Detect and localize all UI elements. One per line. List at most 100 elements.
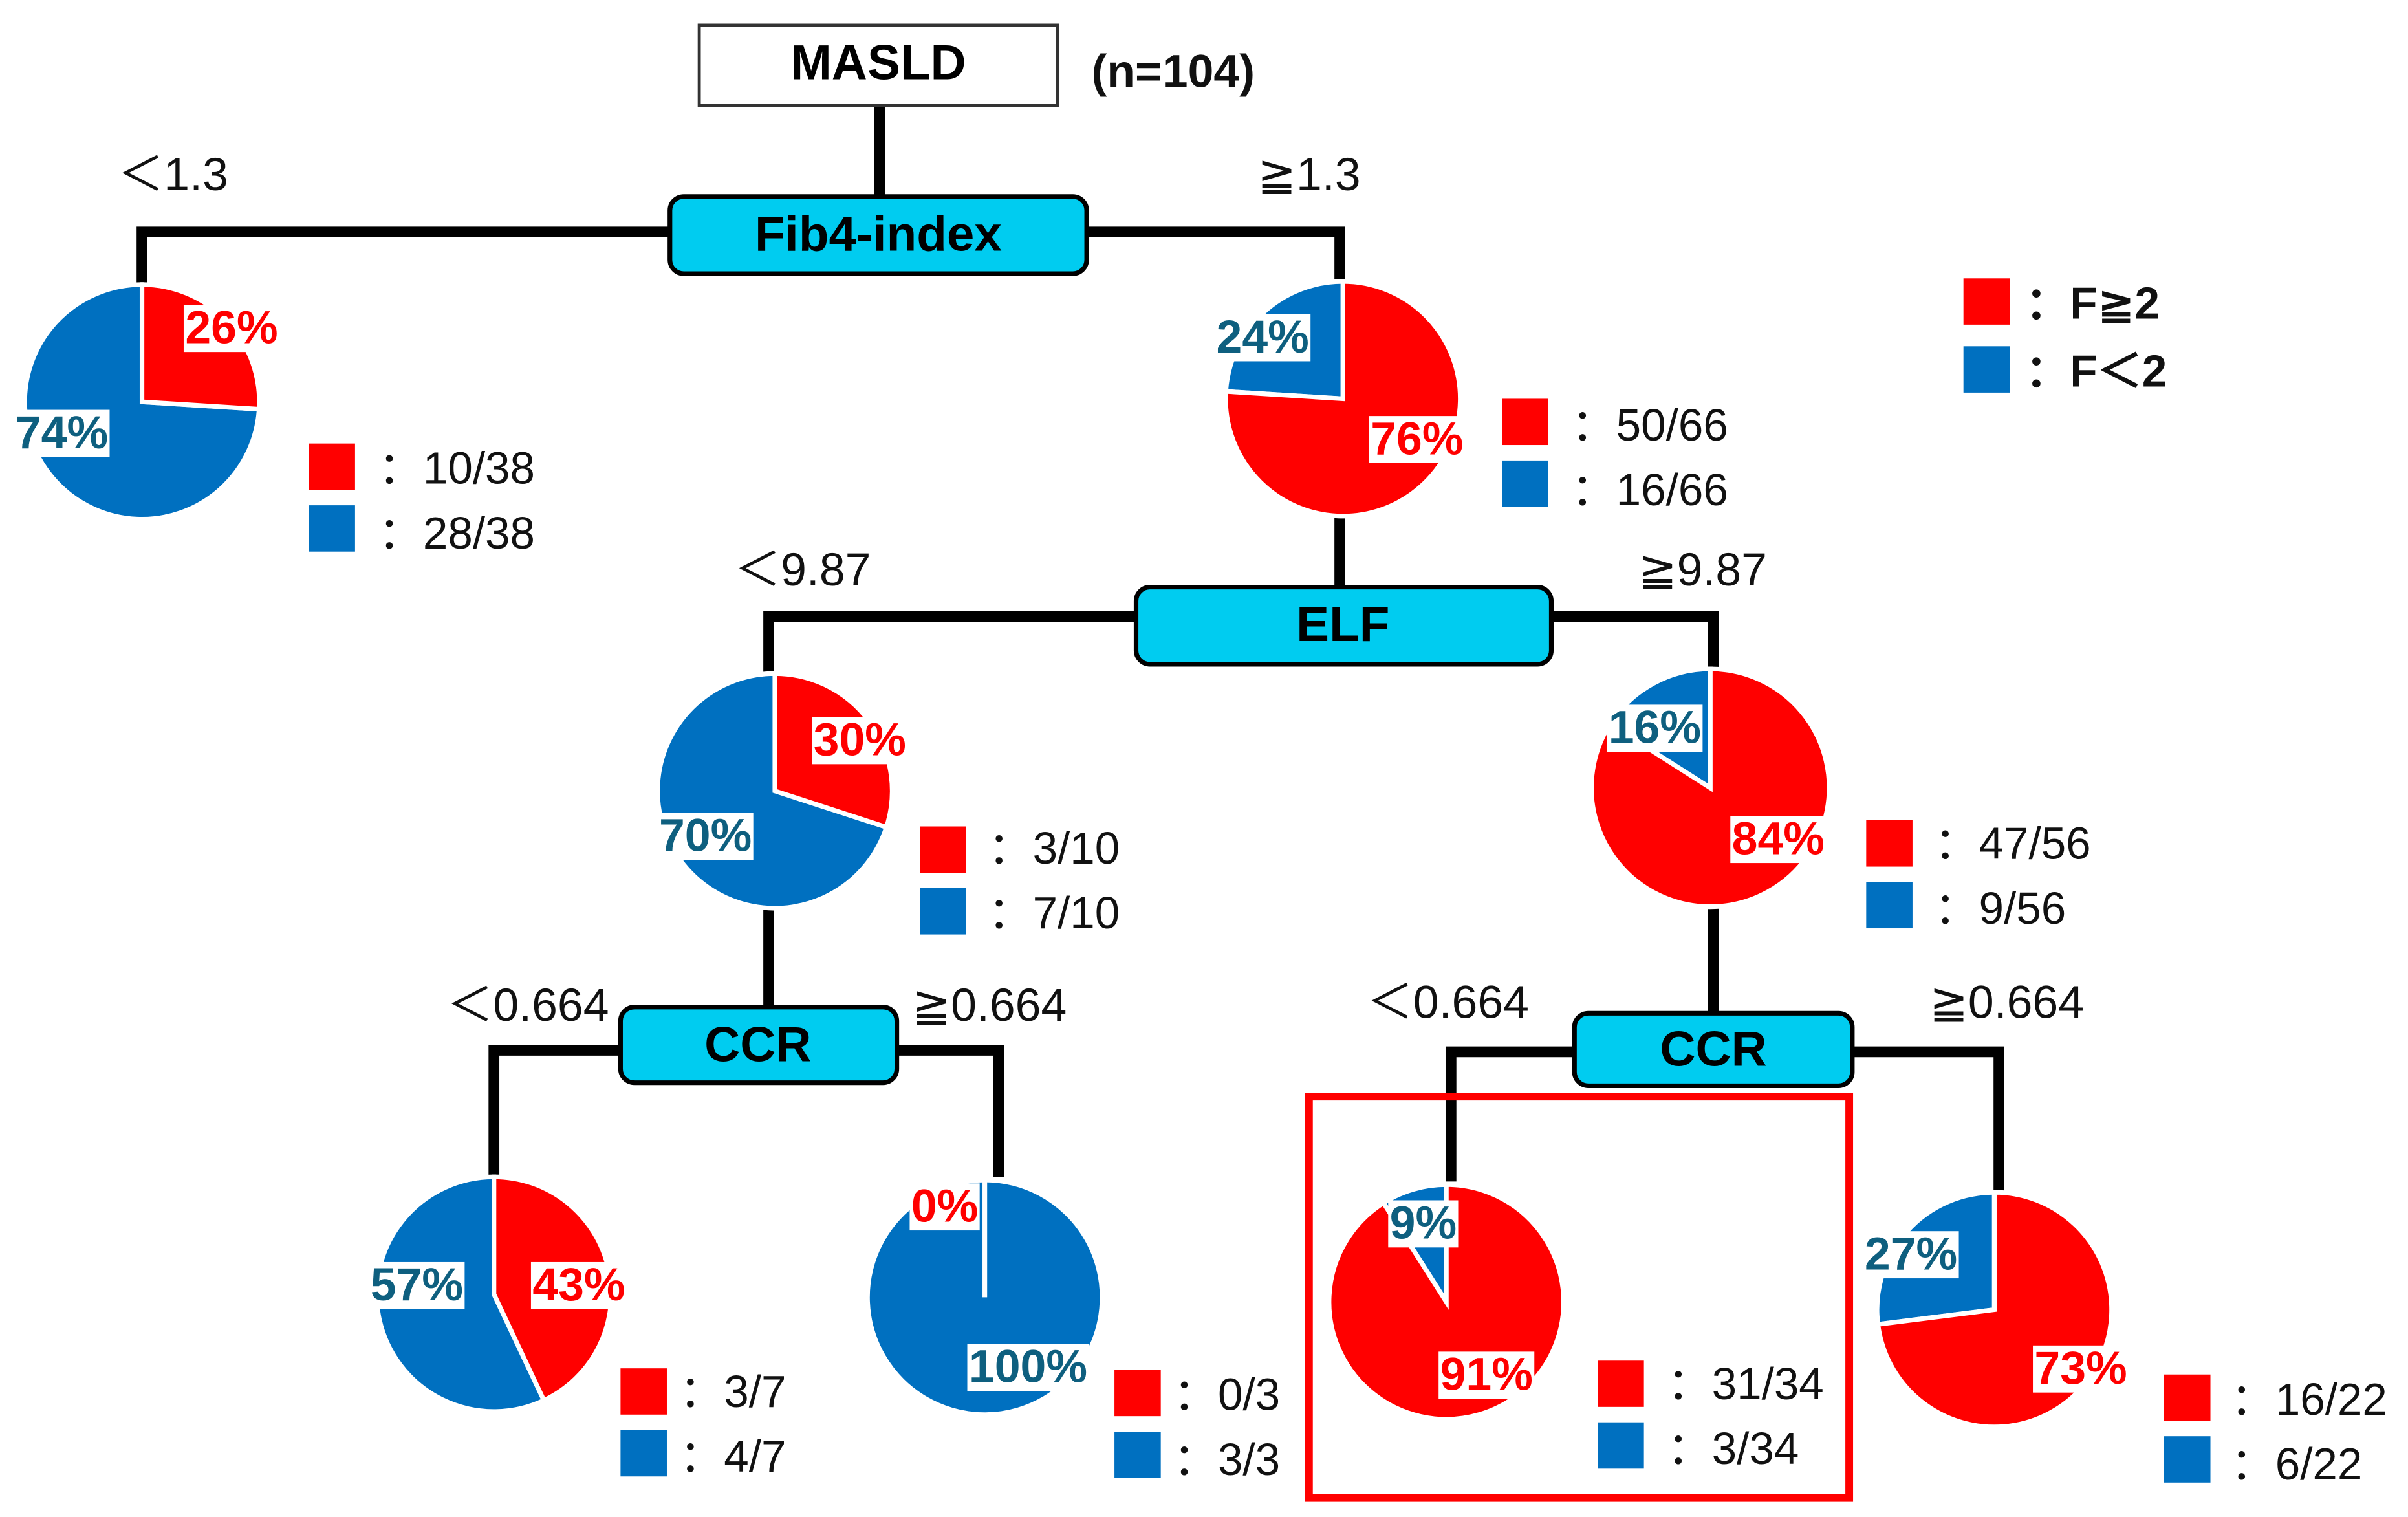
pct-label-red-bg	[1438, 1351, 1535, 1399]
pct-label-red: 30%	[814, 714, 906, 766]
count-blue: ：7/10	[988, 888, 1120, 938]
legend-label-red: ：F≧2	[2025, 278, 2160, 328]
count-swatch-red	[920, 826, 966, 873]
count-red: ：31/34	[1667, 1359, 1823, 1409]
pct-label-blue-bg	[1215, 314, 1311, 362]
pct-label-blue: 70%	[659, 810, 752, 862]
pct-label-red-bg	[1369, 416, 1465, 463]
count-red: ：3/7	[679, 1366, 786, 1417]
root-label: MASLD	[790, 35, 966, 90]
count-blue: ：6/22	[2231, 1439, 2363, 1489]
split-elf: ELF ＜9.87 ≧9.87	[735, 544, 1767, 667]
count-swatch-red	[2164, 1374, 2211, 1421]
split-box	[618, 1005, 900, 1086]
highlight-box	[1305, 1093, 1854, 1502]
count-red: ：47/56	[1934, 818, 2090, 869]
pct-label-red-bg	[1730, 816, 1827, 864]
count-red: ：16/22	[2231, 1374, 2387, 1424]
legend: ：F≧2 ：F＜2	[1963, 278, 2167, 396]
count-swatch-blue	[309, 505, 355, 552]
split-label: Fib4-index	[755, 206, 1002, 261]
legend-swatch-red	[1963, 278, 2010, 325]
split-ccr-right: CCR ＜0.664 ≧0.664	[1367, 976, 2084, 1089]
count-blue: ：9/56	[1934, 883, 2066, 933]
pct-label-blue: 57%	[371, 1259, 463, 1311]
count-blue: ：28/38	[378, 508, 535, 558]
legend-label-blue: ：F＜2	[2025, 345, 2167, 396]
split-label: ELF	[1296, 597, 1389, 652]
threshold-left: ＜1.3	[118, 149, 228, 201]
split-label: CCR	[1660, 1021, 1766, 1076]
pct-label-blue: 100%	[969, 1341, 1087, 1393]
count-red: ：50/66	[1571, 400, 1728, 450]
count-swatch-blue	[1502, 460, 1548, 507]
pie-node: 73% 27% ：16/22 ：6/22	[1863, 1190, 2387, 1489]
pct-label-blue-bg	[1607, 704, 1703, 752]
pct-label-blue: 74%	[16, 407, 108, 459]
pie-node: 30% 70% ：3/10 ：7/10	[655, 671, 1120, 938]
pie-nodes: 26% 74% ：10/38 ：28/38 76% 24% ：50/66 ：16/66 30% 7…	[14, 279, 2387, 1489]
pct-label-blue-bg	[967, 1344, 1089, 1391]
threshold-left: ＜0.664	[447, 979, 609, 1031]
pct-label-blue-bg	[14, 409, 110, 457]
count-swatch-red	[620, 1368, 667, 1415]
threshold-right: ≧1.3	[1257, 149, 1360, 201]
pct-label-red-bg	[909, 1183, 980, 1231]
pct-label-blue-bg	[1388, 1200, 1459, 1248]
pie-node: 84% 16% ：47/56 ：9/56	[1589, 666, 2091, 933]
pie-node: 0% 100% ：0/3 ：3/3	[865, 1177, 1280, 1485]
count-blue: ：4/7	[679, 1431, 786, 1481]
pct-label-red: 73%	[2034, 1342, 2127, 1394]
count-swatch-red	[1502, 398, 1548, 446]
count-swatch-blue	[1114, 1432, 1161, 1478]
count-swatch-red	[1114, 1370, 1161, 1417]
pct-label-red: 0%	[911, 1180, 978, 1232]
sample-size: (n=104)	[1091, 45, 1255, 97]
count-swatch-red	[1598, 1360, 1644, 1407]
count-blue: ：3/3	[1173, 1434, 1280, 1485]
pct-label-blue: 27%	[1865, 1228, 1957, 1280]
root-node-box	[697, 23, 1059, 107]
count-swatch-blue	[920, 888, 966, 935]
count-swatch-blue	[1866, 882, 1913, 929]
split-box	[1572, 1010, 1855, 1089]
split-label: CCR	[704, 1017, 811, 1072]
pie-node: 43% 57% ：3/7 ：4/7	[369, 1174, 786, 1481]
split-ccr-left: CCR ＜0.664 ≧0.664	[447, 979, 1067, 1086]
threshold-right: ≧0.664	[912, 979, 1067, 1031]
pie-node: 76% 24% ：50/66 ：16/66	[1215, 279, 1728, 519]
split-box	[667, 194, 1089, 276]
threshold-right: ≧0.664	[1929, 976, 2084, 1028]
pct-label-red-bg	[812, 717, 908, 765]
count-swatch-red	[1866, 820, 1913, 867]
count-blue: ：16/66	[1571, 464, 1728, 515]
legend-swatch-blue	[1963, 346, 2010, 393]
count-swatch-red	[309, 443, 355, 490]
pct-label-red-bg	[183, 305, 280, 353]
split-fib4: Fib4-index ＜1.3 ≧1.3	[118, 149, 1361, 276]
pct-label-red: 76%	[1371, 413, 1463, 464]
pct-label-red: 91%	[1440, 1349, 1533, 1401]
pct-label-blue-bg	[1863, 1231, 1959, 1279]
threshold-left: ＜0.664	[1367, 976, 1529, 1028]
count-swatch-blue	[1598, 1422, 1644, 1469]
pct-label-blue: 16%	[1609, 702, 1701, 754]
pct-label-blue: 24%	[1217, 311, 1309, 363]
count-red: ：0/3	[1173, 1370, 1280, 1420]
count-blue: ：3/34	[1667, 1423, 1799, 1474]
pct-label-blue: 9%	[1390, 1197, 1457, 1249]
threshold-left: ＜9.87	[735, 544, 871, 596]
split-box	[1133, 585, 1554, 667]
count-swatch-blue	[620, 1430, 667, 1477]
count-swatch-blue	[2164, 1436, 2211, 1483]
pie-node: 91% 9% ：31/34 ：3/34	[1327, 1182, 1824, 1474]
pct-label-blue-bg	[369, 1261, 465, 1309]
threshold-right: ≧9.87	[1638, 544, 1767, 596]
pct-label-red: 43%	[532, 1259, 625, 1311]
pie-node: 26% 74% ：10/38 ：28/38	[14, 282, 535, 558]
count-red: ：10/38	[378, 443, 535, 494]
pct-label-red: 84%	[1732, 813, 1825, 864]
pct-label-red: 26%	[185, 302, 277, 354]
count-red: ：3/10	[988, 823, 1120, 873]
